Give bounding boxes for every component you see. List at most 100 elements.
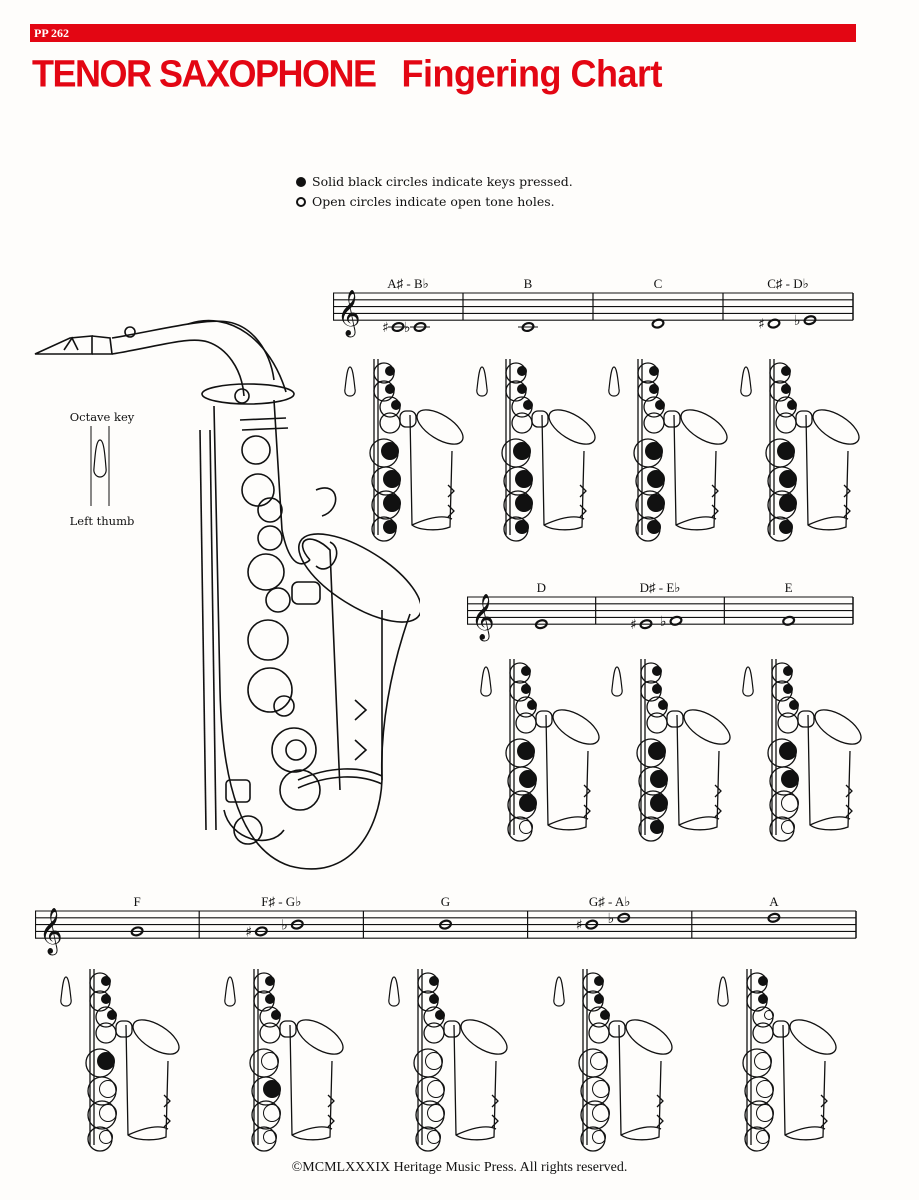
key-pressed-icon xyxy=(263,1080,282,1098)
key-pressed-icon xyxy=(521,684,531,694)
key-open-icon xyxy=(755,1080,774,1098)
legend: Solid black circles indicate keys presse… xyxy=(296,172,573,212)
note-label: G xyxy=(440,894,451,909)
key-pressed-icon xyxy=(101,976,111,986)
thumb-key-legend: Octave key Left thumb xyxy=(62,410,142,530)
key-open-icon xyxy=(591,1104,610,1122)
octave-key-icon xyxy=(717,976,729,1007)
key-pressed-icon xyxy=(519,770,537,788)
note-label: G♯ - A♭ xyxy=(588,894,631,909)
key-open-icon xyxy=(781,794,799,812)
key-open-icon xyxy=(591,1130,606,1144)
key-pressed-icon xyxy=(385,366,395,376)
key-pressed-icon xyxy=(429,976,440,986)
key-pressed-icon xyxy=(779,520,793,534)
key-pressed-icon xyxy=(515,520,529,534)
note-label: B xyxy=(523,276,533,291)
note-label: F xyxy=(133,894,141,909)
open-circle-icon xyxy=(296,197,306,207)
key-pressed-icon xyxy=(383,470,401,488)
note-label: D xyxy=(536,580,547,595)
key-pressed-icon xyxy=(645,442,663,460)
fingering-diagram xyxy=(736,355,866,549)
key-pressed-icon xyxy=(779,742,797,760)
sharp-icon: ♯ xyxy=(576,918,583,934)
tenor-saxophone-illustration xyxy=(34,319,420,870)
title-instrument: TENOR SAXOPHONE xyxy=(32,52,377,96)
key-open-icon xyxy=(755,1130,770,1144)
note-label: C♯ - D♭ xyxy=(767,276,809,291)
key-pressed-icon xyxy=(383,520,397,534)
music-staff: 𝄞 ♯ ♭ xyxy=(466,577,855,661)
key-pressed-icon xyxy=(650,794,668,812)
octave-key-icon xyxy=(60,976,72,1007)
key-pressed-icon xyxy=(647,520,661,534)
copyright-notice: ©MCMLXXXIX Heritage Music Press. All rig… xyxy=(291,1160,628,1175)
key-pressed-icon xyxy=(527,700,537,710)
key-pressed-icon xyxy=(783,684,793,694)
key-pressed-icon xyxy=(265,994,276,1004)
key-open-icon xyxy=(99,1104,117,1122)
octave-key-label: Octave key xyxy=(69,410,135,424)
key-pressed-icon xyxy=(593,994,604,1004)
fingering-diagram xyxy=(384,965,514,1159)
sharp-icon: ♯ xyxy=(630,617,637,633)
fingering-diagram xyxy=(472,355,602,549)
key-pressed-icon xyxy=(783,666,793,676)
key-pressed-icon xyxy=(383,494,401,512)
key-pressed-icon xyxy=(101,994,111,1004)
legend-solid-text: Solid black circles indicate keys presse… xyxy=(312,174,573,189)
octave-key-icon xyxy=(224,976,236,1007)
fingering-diagram xyxy=(220,965,350,1159)
note-label: D♯ - E♭ xyxy=(639,580,681,595)
key-pressed-icon xyxy=(655,400,665,410)
left-thumb-label: Left thumb xyxy=(69,514,135,528)
key-open-icon xyxy=(755,1104,774,1122)
flat-icon: ♭ xyxy=(660,614,667,630)
key-pressed-icon xyxy=(513,442,531,460)
key-pressed-icon xyxy=(97,1052,115,1070)
fingering-diagram xyxy=(604,355,734,549)
title-subtitle: Fingering Chart xyxy=(401,52,663,96)
key-pressed-icon xyxy=(648,742,666,760)
key-pressed-icon xyxy=(652,666,662,676)
key-pressed-icon xyxy=(391,400,401,410)
fingering-diagram xyxy=(340,355,470,549)
key-pressed-icon xyxy=(107,1010,117,1020)
key-pressed-icon xyxy=(385,384,395,394)
note-label: C xyxy=(653,276,663,291)
key-pressed-icon xyxy=(271,1010,282,1020)
treble-clef-icon: 𝄞 xyxy=(39,908,63,956)
key-open-icon xyxy=(263,1104,282,1122)
octave-key-icon xyxy=(611,666,623,697)
octave-key-icon xyxy=(388,976,401,1007)
octave-key-icon xyxy=(608,366,620,397)
key-pressed-icon xyxy=(429,994,440,1004)
key-pressed-icon xyxy=(652,684,662,694)
key-open-icon xyxy=(99,1080,117,1098)
treble-clef-icon: 𝄞 xyxy=(471,594,495,642)
key-pressed-icon xyxy=(650,770,668,788)
key-open-icon xyxy=(427,1080,446,1098)
key-pressed-icon xyxy=(781,366,791,376)
key-pressed-icon xyxy=(658,700,668,710)
key-pressed-icon xyxy=(647,470,665,488)
key-pressed-icon xyxy=(649,366,659,376)
flat-icon: ♭ xyxy=(404,320,411,336)
note-label: F♯ - G♭ xyxy=(261,894,302,909)
key-pressed-icon xyxy=(649,384,659,394)
fingering-diagram xyxy=(607,655,737,849)
key-open-icon xyxy=(427,1130,442,1144)
fingering-diagram xyxy=(476,655,606,849)
key-pressed-icon xyxy=(789,700,799,710)
key-pressed-icon xyxy=(787,400,797,410)
key-pressed-icon xyxy=(523,400,533,410)
solid-circle-icon xyxy=(296,177,306,187)
key-open-icon xyxy=(263,1130,278,1144)
key-pressed-icon xyxy=(757,994,768,1004)
music-staff: 𝄞♯♭♯♭ xyxy=(332,273,855,357)
key-pressed-icon xyxy=(779,470,797,488)
header-banner: PP 262 xyxy=(30,24,856,42)
legend-open-text: Open circles indicate open tone holes. xyxy=(312,194,555,209)
sharp-icon: ♯ xyxy=(758,317,765,333)
